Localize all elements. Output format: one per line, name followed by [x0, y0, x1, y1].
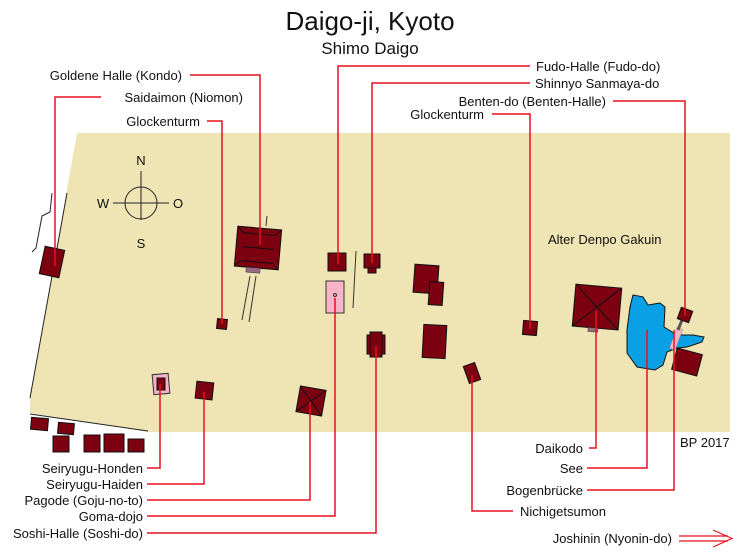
compass-west: W: [97, 196, 110, 211]
building-nichigetsumon: [462, 361, 482, 385]
building-seiryugu-honden: [151, 372, 171, 396]
label-joshinin: Joshinin (Nyonin-do): [553, 531, 672, 546]
label-denpo-gakuin: Alter Denpo Gakuin: [548, 232, 661, 247]
buildings-outside: [29, 416, 145, 453]
double-arrow-icon: [679, 529, 734, 548]
boundary-wall: [29, 192, 68, 399]
building-pagode: [295, 385, 327, 417]
label-bogenbruecke: Bogenbrücke: [506, 483, 583, 498]
building-cluster: [412, 263, 448, 360]
building-daikodo: [571, 283, 623, 333]
label-saidaimon: Saidaimon (Niomon): [125, 90, 244, 105]
building-fudo-do: [327, 252, 347, 272]
label-daikodo: Daikodo: [535, 441, 583, 456]
label-benten-do: Benten-do (Benten-Halle): [459, 94, 606, 109]
label-soshi-do: Soshi-Halle (Soshi-do): [13, 526, 143, 541]
boundary-wall: [31, 192, 53, 253]
credit-text: BP 2017: [680, 435, 730, 450]
label-shinnyo: Shinnyo Sanmaya-do: [535, 76, 659, 91]
label-seiryugu-haiden: Seiryugu-Haiden: [46, 477, 143, 492]
label-fudo-do: Fudo-Halle (Fudo-do): [536, 59, 660, 74]
bridge-path: [676, 319, 684, 331]
label-goma-dojo: Goma-dojo: [79, 509, 143, 524]
label-kondo: Goldene Halle (Kondo): [50, 68, 182, 83]
label-glockenturm-east: Glockenturm: [410, 107, 484, 122]
label-nichigetsumon: Nichigetsumon: [520, 504, 606, 519]
label-seiryugu-honden: Seiryugu-Honden: [42, 461, 143, 476]
leader-lines: [54, 65, 686, 534]
compass-north: N: [136, 153, 145, 168]
temple-grounds: [30, 133, 730, 432]
label-glockenturm-west: Glockenturm: [126, 114, 200, 129]
label-see: See: [560, 461, 583, 476]
boundary-wall: [29, 413, 149, 432]
goma-dojo-altar: [333, 293, 337, 297]
building-kondo: [233, 225, 283, 274]
approach-path: [241, 215, 357, 323]
compass-east: O: [173, 196, 183, 211]
compass-south: S: [137, 236, 146, 251]
map-title: Daigo-ji, Kyoto: [285, 6, 454, 36]
compass-rose-icon: [113, 171, 169, 220]
label-pagode: Pagode (Goju-no-to): [24, 493, 143, 508]
map-subtitle: Shimo Daigo: [321, 39, 418, 58]
